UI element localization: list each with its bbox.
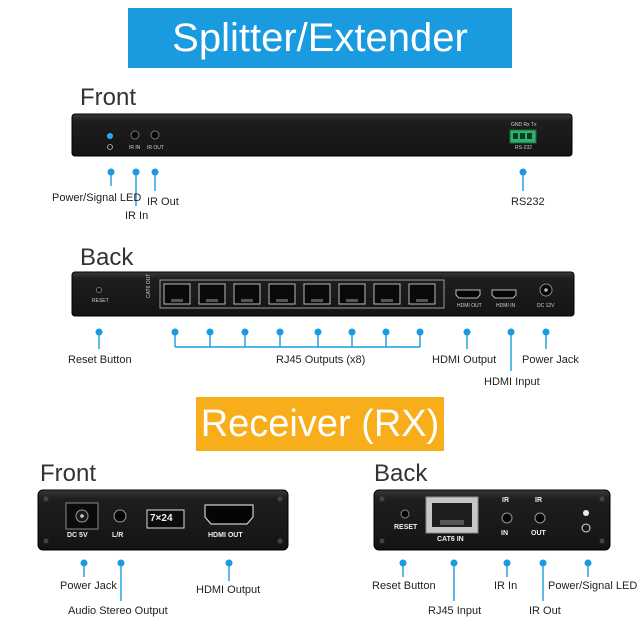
ir-out-jack-icon xyxy=(534,512,546,524)
tx-back-heading: Back xyxy=(80,244,134,271)
power-led-icon xyxy=(583,510,589,516)
rx-front-hdmi-out-text: HDMI OUT xyxy=(208,532,243,539)
rx-front-power-label: Power Jack xyxy=(60,580,117,592)
rx-front-lr-text: L/R xyxy=(112,532,124,539)
tx-front-panel xyxy=(71,113,573,157)
rx-back-reset-label: Reset Button xyxy=(372,580,436,592)
tx-front-ir-in-label: IR In xyxy=(125,210,149,222)
tx-front-rs232-label: RS232 xyxy=(511,196,545,208)
callout-lines xyxy=(80,168,592,601)
rx-front-audio-label: Audio Stereo Output xyxy=(68,605,168,617)
rx-back-rj45-label: RJ45 Input xyxy=(428,605,482,617)
rx-back-ir-in-bottom-text: IN xyxy=(501,530,508,537)
rx-front-badge-text: 7×24 xyxy=(150,513,173,524)
tx-back-hdmi-in-label: HDMI Input xyxy=(484,376,540,388)
tx-front-heading: Front xyxy=(80,84,137,111)
tx-back-rj45-label: RJ45 Outputs (x8) xyxy=(276,354,366,366)
rx-back-cat6-text: CAT6 IN xyxy=(437,536,464,543)
rx-back-panel xyxy=(373,489,611,551)
tx-back-hdmi-out-text: HDMI OUT xyxy=(457,303,482,309)
rx-back-power-led-label: Power/Signal LED xyxy=(548,580,638,592)
ir-out-jack-icon xyxy=(150,130,160,140)
tx-front-ir-in-text: IR IN xyxy=(129,145,141,151)
tx-title-banner: Splitter/Extender (TX) xyxy=(128,8,512,120)
tx-back-dc-text: DC 12V xyxy=(537,303,555,309)
hdmi-in-port-icon xyxy=(491,289,517,299)
tx-back-panel xyxy=(71,271,575,317)
rx-front-hdmi-label: HDMI Output xyxy=(196,584,261,596)
tx-back-reset-label: Reset Button xyxy=(68,354,132,366)
tx-back-hdmi-out-label: HDMI Output xyxy=(432,354,497,366)
tx-front-rs232-pins-text: GND Rx Tx xyxy=(511,122,537,128)
7x24-badge xyxy=(146,509,185,529)
tx-back-reset-text: RESET xyxy=(92,298,109,304)
reset-button-icon xyxy=(96,287,102,293)
ir-in-jack-icon xyxy=(501,512,513,524)
rx-back-ir-out-bottom-text: OUT xyxy=(531,530,546,537)
tx-front-power-led-label: Power/Signal LED xyxy=(52,192,142,204)
rx-back-ir-out-label: IR Out xyxy=(529,605,561,617)
rx-title-banner: Receiver (RX) xyxy=(196,397,444,451)
hdmi-out-port-icon xyxy=(455,289,481,299)
tx-back-hdmi-in-text: HDMI IN xyxy=(496,303,516,309)
rj45-port-icons xyxy=(163,283,436,305)
tx-front-rs232-text: RS-232 xyxy=(515,145,532,151)
ir-in-jack-icon xyxy=(130,130,140,140)
rx-back-reset-text: RESET xyxy=(394,524,418,531)
tx-back-cat6-text: CAT6 OUT xyxy=(146,273,152,298)
rx-front-panel xyxy=(37,489,289,551)
tx-front-ir-out-label: IR Out xyxy=(147,196,179,208)
audio-jack-icon xyxy=(113,509,127,523)
tx-front-ir-out-text: IR OUT xyxy=(147,145,164,151)
rx-back-ir-in-label: IR In xyxy=(494,580,518,592)
rx-back-ir-out-top-text: IR xyxy=(535,497,542,504)
hdmi-out-port-icon xyxy=(204,504,254,525)
rx-front-heading: Front xyxy=(40,460,97,487)
reset-button-icon xyxy=(400,509,410,519)
rx-back-ir-in-top-text: IR xyxy=(502,497,509,504)
rx-back-heading: Back xyxy=(374,460,428,487)
tx-back-power-label: Power Jack xyxy=(522,354,579,366)
power-led-icon xyxy=(107,133,113,139)
rx-front-dc-text: DC 5V xyxy=(67,532,88,539)
